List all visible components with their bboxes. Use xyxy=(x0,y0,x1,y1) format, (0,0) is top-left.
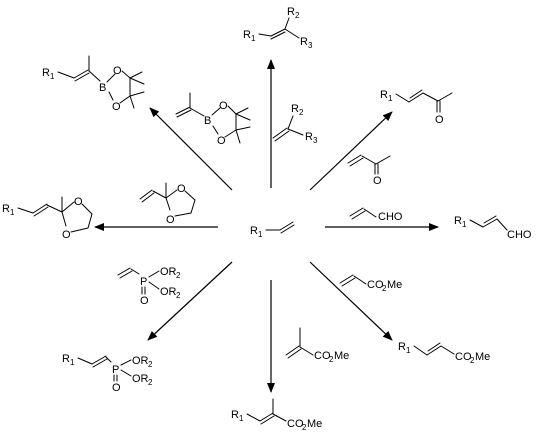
svg-text:Me: Me xyxy=(387,279,402,291)
svg-text:O: O xyxy=(112,101,121,113)
product-left: R 1 O O xyxy=(2,196,93,241)
svg-text:2: 2 xyxy=(176,291,181,300)
reagent-boronate: B O O xyxy=(175,92,251,147)
product-upper-left: R 1 B O O xyxy=(42,55,145,113)
top-r1: R xyxy=(243,29,251,41)
product-lower-right: R 1 CO 2 Me xyxy=(398,341,490,365)
svg-text:O: O xyxy=(435,114,444,126)
arrow-upper-left xyxy=(149,107,233,191)
arrow-lower-right xyxy=(309,261,393,341)
svg-text:OR: OR xyxy=(160,286,177,298)
svg-text:O: O xyxy=(112,382,121,394)
svg-text:3: 3 xyxy=(313,136,318,145)
product-top: R 1 R 2 R 3 xyxy=(243,6,313,50)
svg-text:1: 1 xyxy=(50,72,55,81)
svg-text:R: R xyxy=(398,341,406,353)
center-r-sub: 1 xyxy=(258,230,263,239)
svg-text:CHO: CHO xyxy=(378,211,403,223)
svg-text:2: 2 xyxy=(176,271,181,280)
product-right: R 1 CHO xyxy=(454,215,532,241)
top-r2: R xyxy=(287,6,295,18)
reagent-mvk: O xyxy=(347,154,391,187)
svg-text:1: 1 xyxy=(251,34,256,43)
svg-text:B: B xyxy=(204,115,211,127)
svg-text:P: P xyxy=(140,276,147,288)
product-upper-right: R 1 O xyxy=(380,89,453,126)
svg-text:O: O xyxy=(113,65,122,77)
svg-text:B: B xyxy=(99,82,106,94)
reagent-acrolein: CHO xyxy=(349,207,403,223)
svg-text:2: 2 xyxy=(382,284,387,293)
svg-text:1: 1 xyxy=(70,358,75,367)
svg-text:2: 2 xyxy=(470,356,475,365)
svg-text:O: O xyxy=(373,175,382,187)
svg-text:2: 2 xyxy=(148,378,153,387)
arrow-upper-right xyxy=(309,111,393,191)
product-bottom: R 1 CO 2 Me xyxy=(231,398,322,432)
top-r3: R xyxy=(300,36,308,48)
svg-text:1: 1 xyxy=(239,414,244,423)
svg-text:CO: CO xyxy=(455,351,472,363)
svg-text:OR: OR xyxy=(132,355,149,367)
reagent-mma: CO 2 Me xyxy=(285,327,349,364)
svg-text:1: 1 xyxy=(462,220,467,229)
product-lower-left: R 1 P OR 2 OR 2 O xyxy=(62,353,153,394)
svg-text:1: 1 xyxy=(10,208,15,217)
reagent-alkene: R 2 R 3 xyxy=(272,103,318,145)
svg-text:O: O xyxy=(166,214,175,226)
svg-text:3: 3 xyxy=(308,41,313,50)
svg-text:2: 2 xyxy=(299,108,304,117)
svg-text:2: 2 xyxy=(295,11,300,20)
svg-text:P: P xyxy=(112,364,119,376)
svg-text:R: R xyxy=(2,203,10,215)
svg-text:O: O xyxy=(219,100,228,112)
reagent-acrylate: CO 2 Me xyxy=(339,274,402,293)
svg-text:O: O xyxy=(177,183,186,195)
svg-text:OR: OR xyxy=(160,266,177,278)
svg-text:Me: Me xyxy=(475,351,490,363)
arrow-lower-left xyxy=(147,261,233,341)
center-r: R xyxy=(250,225,258,237)
svg-text:Me: Me xyxy=(307,418,322,430)
svg-text:R: R xyxy=(62,353,70,365)
svg-text:R: R xyxy=(42,67,50,79)
reagent-phosphonate: P OR 2 OR 2 O xyxy=(117,266,181,307)
svg-text:CO: CO xyxy=(314,350,331,362)
reagent-r3: R xyxy=(305,131,313,143)
svg-text:2: 2 xyxy=(329,355,334,364)
svg-text:1: 1 xyxy=(406,346,411,355)
svg-text:O: O xyxy=(140,295,149,307)
reagent-r2: R xyxy=(291,103,299,115)
svg-text:2: 2 xyxy=(148,360,153,369)
svg-text:Me: Me xyxy=(334,350,349,362)
svg-text:R: R xyxy=(454,215,462,227)
center-substrate: R 1 xyxy=(250,221,295,239)
reaction-arrows xyxy=(94,59,439,393)
svg-text:2: 2 xyxy=(302,423,307,432)
svg-text:CO: CO xyxy=(287,418,304,430)
svg-text:1: 1 xyxy=(388,94,393,103)
svg-text:OR: OR xyxy=(132,373,149,385)
svg-text:CO: CO xyxy=(367,279,384,291)
svg-text:CHO: CHO xyxy=(507,229,532,241)
svg-text:O: O xyxy=(74,196,83,208)
svg-text:R: R xyxy=(231,409,239,421)
reagent-dioxolane: O O xyxy=(139,182,196,226)
svg-text:O: O xyxy=(217,135,226,147)
svg-text:R: R xyxy=(380,89,388,101)
svg-text:O: O xyxy=(62,229,71,241)
